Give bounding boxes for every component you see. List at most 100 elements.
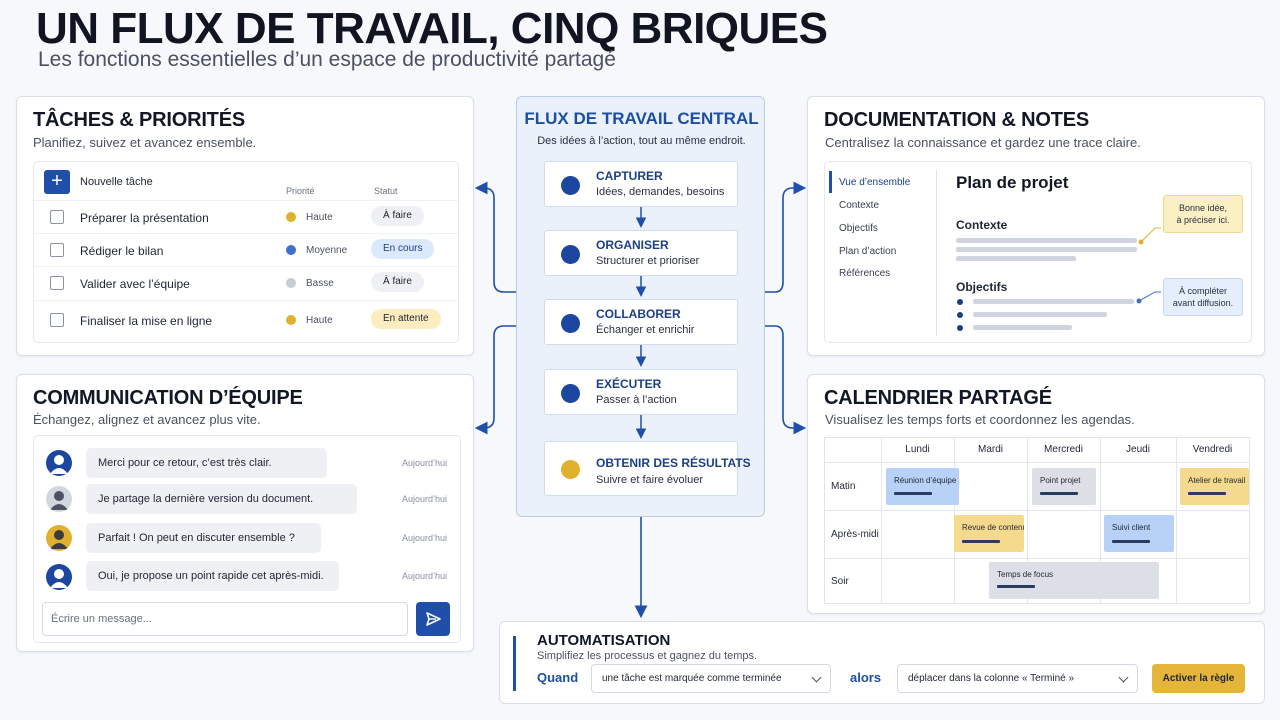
text-line (973, 325, 1072, 330)
step-dot (561, 245, 580, 264)
chevron-down-icon (811, 672, 822, 683)
calendar-event[interactable]: Point projet (1032, 468, 1096, 505)
task-row[interactable]: Finaliser la mise en ligne Haute En atte… (34, 300, 458, 340)
event-title: Suivi client (1112, 523, 1151, 532)
step-desc: Échanger et enrichir (596, 324, 695, 336)
user-icon (50, 530, 68, 549)
text-line (973, 299, 1134, 304)
message-time: Aujourd’hui (402, 458, 448, 468)
task-priority: Haute (306, 212, 333, 223)
status-badge[interactable]: En cours (371, 239, 435, 259)
docs-panel: DOCUMENTATION & NOTES Centralisez la con… (807, 96, 1265, 356)
nav-context[interactable]: Contexte (839, 200, 880, 211)
nav-objectives[interactable]: Objectifs (839, 223, 878, 234)
condition-select[interactable]: une tâche est marquée comme terminée (591, 664, 831, 693)
step-results[interactable]: OBTENIR DES RÉSULTATS Suivre et faire év… (544, 441, 751, 496)
user-icon (50, 455, 68, 474)
task-label: Valider avec l’équipe (80, 277, 190, 291)
task-label: Rédiger le bilan (80, 244, 164, 258)
text-line (973, 312, 1107, 317)
doc-editor: Vue d’ensemble Contexte Objectifs Plan d… (824, 161, 1252, 343)
task-checkbox[interactable] (50, 313, 64, 327)
add-task-button[interactable]: + (44, 170, 70, 194)
step-desc: Suivre et faire évoluer (596, 474, 703, 486)
automation-title: AUTOMATISATION (537, 632, 671, 649)
avatar (46, 525, 72, 551)
status-badge[interactable]: En attente (371, 309, 441, 329)
message-time: Aujourd’hui (402, 571, 448, 581)
event-bar (894, 492, 932, 495)
step-execute[interactable]: EXÉCUTER Passer à l’action (544, 369, 738, 415)
task-priority: Moyenne (306, 245, 348, 256)
status-badge[interactable]: À faire (371, 206, 424, 226)
central-title: FLUX DE TRAVAIL CENTRAL (524, 109, 759, 128)
task-checkbox[interactable] (50, 243, 64, 257)
add-task-label[interactable]: Nouvelle tâche (80, 176, 153, 188)
chat-thread: Merci pour ce retour, c’est très clair. … (33, 435, 461, 643)
note-line: avant diffusion. (1172, 298, 1234, 308)
chat-message: Parfait ! On peut en discuter ensemble ? (86, 523, 321, 553)
priority-dot (286, 315, 296, 325)
chat-message: Je partage la dernière version du docume… (86, 484, 357, 514)
event-bar (962, 540, 1000, 543)
doc-section-objectives: Objectifs (956, 280, 1008, 294)
task-checkbox[interactable] (50, 276, 64, 290)
task-checkbox[interactable] (50, 210, 64, 224)
automation-subtitle: Simplifiez les processus et gagnez du te… (537, 650, 758, 662)
step-dot (561, 384, 580, 403)
step-title: COLLABORER (596, 307, 681, 321)
task-row[interactable]: Rédiger le bilan Moyenne En cours (34, 233, 458, 266)
comment-note[interactable]: Bonne idée, à préciser ici. (1163, 195, 1243, 233)
comment-note[interactable]: À compléter avant diffusion. (1163, 278, 1243, 316)
event-bar (997, 585, 1035, 588)
step-dot (561, 460, 580, 479)
step-capture[interactable]: CAPTURER Idées, demandes, besoins (544, 161, 738, 207)
message-input[interactable]: Écrire un message... (42, 602, 408, 636)
day-header: Mardi (977, 444, 1003, 455)
nav-action-plan[interactable]: Plan d’action (839, 246, 897, 257)
task-row[interactable]: Préparer la présentation Haute À faire (34, 200, 458, 233)
slot-label: Matin (831, 481, 856, 492)
grid-line (825, 558, 1249, 559)
text-line (956, 238, 1137, 243)
nav-overview[interactable]: Vue d’ensemble (839, 177, 911, 188)
slot-label: Après-midi (831, 529, 879, 540)
chat-panel: COMMUNICATION D’ÉQUIPE Échangez, alignez… (16, 374, 474, 652)
calendar-event[interactable]: Réunion d’équipe (886, 468, 959, 505)
grid-line (1100, 438, 1101, 603)
step-title: CAPTURER (596, 169, 663, 183)
event-title: Temps de focus (997, 570, 1054, 579)
event-title: Point projet (1040, 476, 1081, 485)
user-icon (50, 569, 68, 588)
text-line (956, 247, 1137, 252)
priority-header: Priorité (286, 186, 315, 196)
chevron-down-icon (1118, 672, 1129, 683)
step-desc: Structurer et prioriser (596, 255, 700, 267)
calendar-event[interactable]: Temps de focus (989, 562, 1159, 599)
step-organize[interactable]: ORGANISER Structurer et prioriser (544, 230, 738, 276)
accent-bar (513, 636, 516, 691)
step-dot (561, 314, 580, 333)
priority-dot (286, 212, 296, 222)
action-select[interactable]: déplacer dans la colonne « Terminé » (897, 664, 1138, 693)
activate-rule-button[interactable]: Activer la règle (1152, 664, 1245, 693)
message-time: Aujourd’hui (402, 494, 448, 504)
step-desc: Passer à l’action (596, 394, 677, 406)
send-icon (426, 612, 441, 626)
user-icon (50, 491, 68, 510)
tasks-title: TÂCHES & PRIORITÉS (33, 109, 245, 131)
chat-message: Merci pour ce retour, c’est très clair. (86, 448, 327, 478)
task-list: + Nouvelle tâche Priorité Statut Prépare… (33, 161, 459, 343)
calendar-event[interactable]: Suivi client (1104, 515, 1174, 552)
send-button[interactable] (416, 602, 450, 636)
calendar-event[interactable]: Atelier de travail (1180, 468, 1249, 505)
calendar-event[interactable]: Revue de contenu (954, 515, 1024, 552)
step-title: ORGANISER (596, 238, 669, 252)
docs-subtitle: Centralisez la connaissance et gardez un… (825, 135, 1141, 150)
status-badge[interactable]: À faire (371, 272, 424, 292)
nav-references[interactable]: Références (839, 268, 891, 279)
avatar (46, 564, 72, 590)
task-row[interactable]: Valider avec l’équipe Basse À faire (34, 266, 458, 299)
calendar-subtitle: Visualisez les temps forts et coordonnez… (825, 412, 1135, 427)
step-collaborate[interactable]: COLLABORER Échanger et enrichir (544, 299, 738, 345)
